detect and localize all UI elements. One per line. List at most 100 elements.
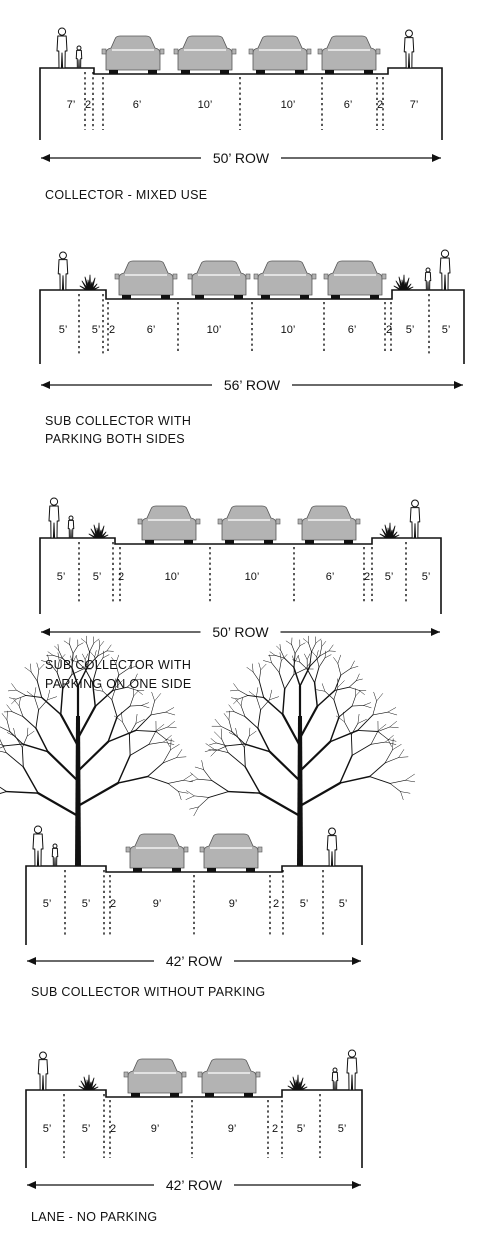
tree-left-branch <box>69 644 74 654</box>
car-2-body <box>177 35 233 71</box>
lane-width-label: 10’ <box>245 571 260 583</box>
car-4-wheel-left <box>331 295 340 299</box>
tree-right-branch <box>356 678 363 681</box>
tree-left-branch <box>155 731 167 740</box>
tree-right-branch <box>372 700 377 716</box>
tree-left-branch <box>1 713 8 721</box>
tree-right-branch <box>389 783 401 792</box>
tree-right-branch <box>309 651 312 668</box>
car-2-wheel-left <box>195 295 204 299</box>
tree-right-branch <box>279 652 282 661</box>
tree-right-branch <box>244 716 259 729</box>
tree-right-branch <box>227 790 261 794</box>
car-1 <box>114 260 178 299</box>
tree-left-branch <box>38 663 45 671</box>
tree-right-branch <box>244 766 261 794</box>
lane-width-label: 5’ <box>442 324 451 336</box>
tree-right-branch <box>280 649 285 659</box>
pedestrian-child-left <box>51 843 59 867</box>
section-title: SUB COLLECTOR WITH <box>45 658 191 672</box>
tree-left-branch <box>178 791 189 794</box>
tree-left-branch <box>56 672 64 690</box>
car-1-wheel-right <box>184 540 193 544</box>
tree-right-branch <box>339 775 371 784</box>
tree-right-branch <box>235 727 238 737</box>
tree-left-branch <box>99 683 104 692</box>
tree-left-branch <box>0 786 7 793</box>
row-dimension: 42’ ROW <box>27 1177 361 1193</box>
tree-right-branch <box>256 687 259 698</box>
tree-right-branch <box>350 660 355 669</box>
pedestrian-adult-right <box>439 249 451 291</box>
tree-right-branch <box>193 795 210 798</box>
tree-right-branch <box>306 668 316 684</box>
tree-right-branch <box>201 760 204 770</box>
tree-left-branch <box>92 636 95 644</box>
tree-left-branch <box>25 694 43 698</box>
tree-right-branch <box>351 695 356 707</box>
car-1-mirror-right <box>183 846 189 853</box>
tree-left-branch <box>118 668 129 676</box>
car-4-mirror-left <box>317 48 323 55</box>
tree-left-branch <box>15 695 27 700</box>
tree-right-branch <box>369 762 386 777</box>
tree-right-branch <box>197 778 212 781</box>
tree-left-branch <box>30 663 32 673</box>
lane-width-label: 5’ <box>339 898 348 910</box>
section-title: LANE - NO PARKING <box>31 1210 157 1224</box>
car-2-mirror-left <box>199 846 205 853</box>
tree-right-branch <box>262 696 284 716</box>
tree-right-branch <box>377 726 391 732</box>
tree-left-branch <box>129 695 134 707</box>
tree-right-branch <box>324 654 332 659</box>
plant-left <box>79 274 100 291</box>
row-label: 50’ ROW <box>213 150 270 166</box>
lane-width-label: 7’ <box>67 99 76 111</box>
tree-right-branch <box>294 645 301 654</box>
tree-right-branch <box>269 689 273 701</box>
tree-left-branch <box>98 639 100 647</box>
car-3-wheel-right <box>295 70 304 74</box>
tree-left-branch <box>89 651 95 658</box>
row-arrowhead-left <box>41 154 50 162</box>
tree-left-branch <box>165 739 170 747</box>
car-3-mirror-left <box>297 518 303 525</box>
car-2 <box>217 505 281 544</box>
tree-right-branch <box>348 680 357 688</box>
car-1-mirror-right <box>172 273 178 280</box>
lane-width-label: 5’ <box>297 1123 306 1135</box>
car-4-wheel-right <box>364 70 373 74</box>
tree-left-branch <box>102 650 105 659</box>
car-1 <box>101 35 165 74</box>
tree-left-branch <box>97 646 101 657</box>
tree-left-branch <box>170 744 180 750</box>
ground-profile <box>25 1089 363 1168</box>
tree-left-branch <box>129 743 150 756</box>
lane-width-label: 2 <box>109 324 115 336</box>
tree-right-branch <box>198 797 210 808</box>
car-3-mirror-left <box>253 273 259 280</box>
plant-left-blade <box>90 1086 99 1091</box>
lane-width-label: 2 <box>272 1123 278 1135</box>
tree-right-branch <box>269 651 276 656</box>
pedestrian-child-left-head <box>76 45 82 51</box>
car-4 <box>323 260 387 299</box>
car-1 <box>125 833 189 872</box>
tree-right-branch <box>329 716 340 743</box>
tree-right-branch <box>363 702 371 706</box>
car-2-wheel-right <box>246 868 255 872</box>
tree-left-branch <box>22 735 28 748</box>
tree-left-branch <box>115 654 119 664</box>
tree-right-branch <box>387 711 398 716</box>
pedestrian-adult-left-head <box>57 27 67 36</box>
row-arrowhead-left <box>27 957 36 965</box>
lane-width-label: 2 <box>386 324 392 336</box>
lane-width-label: 5’ <box>385 571 394 583</box>
tree-left-branch <box>167 726 177 729</box>
car-1-wheel-left <box>131 1093 140 1097</box>
tree-left-branch <box>89 642 95 653</box>
pedestrian-adult-left <box>56 27 68 69</box>
tree-right-branch <box>233 698 239 705</box>
